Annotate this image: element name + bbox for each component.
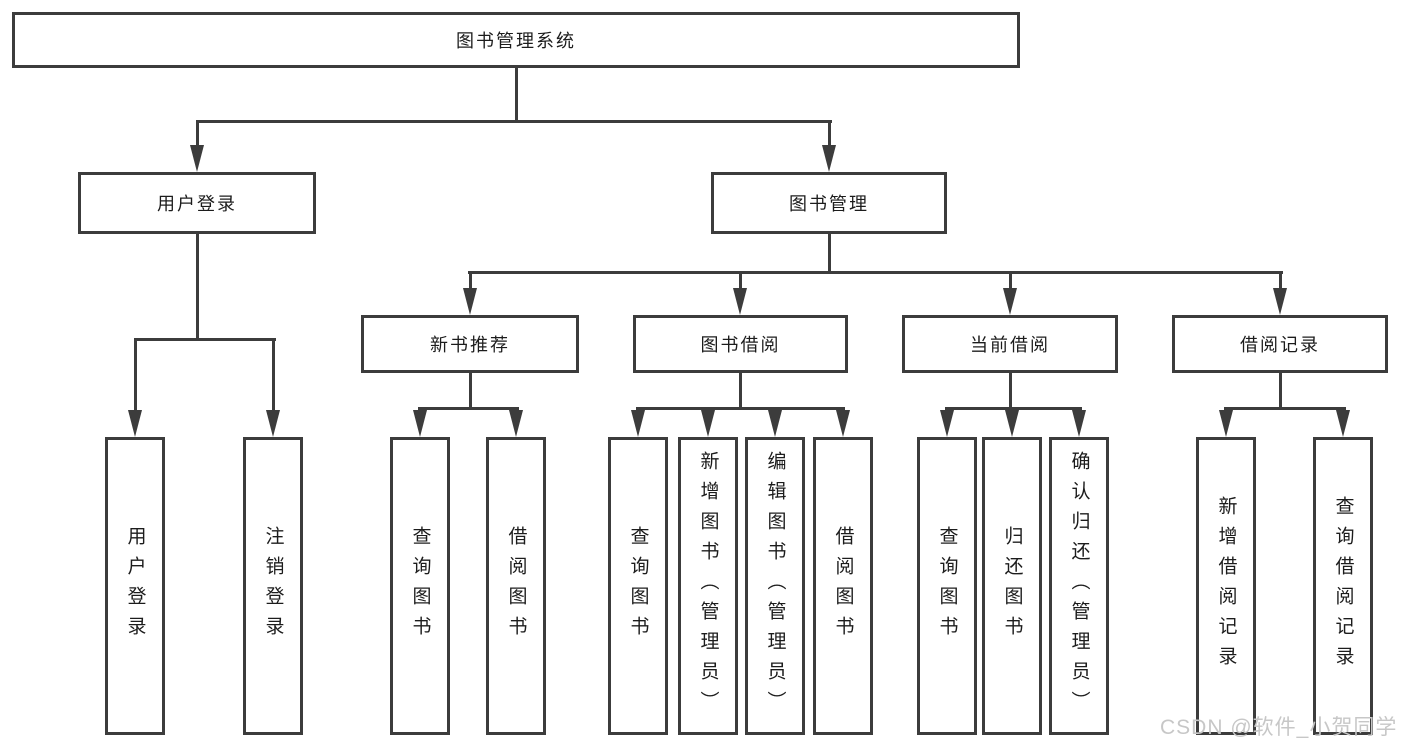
node-borrowing-records: 借阅记录: [1172, 315, 1388, 373]
connector-current-borrow-stem: [1009, 373, 1012, 409]
node-new-book-recommend: 新书推荐: [361, 315, 579, 373]
connector-book-borrow-drop: [739, 271, 742, 291]
connector-current-borrow-drop: [1009, 271, 1012, 291]
arrowhead-leaf-edit-books: [768, 410, 782, 437]
node-book-management: 图书管理: [711, 172, 947, 234]
node-new-book-recommend-label: 新书推荐: [430, 335, 510, 355]
connector-new-book-stem: [469, 373, 472, 409]
leaf-borrow-books-recommend-label: 借阅图书: [505, 526, 527, 646]
arrowhead-leaf-return-books: [1005, 410, 1019, 437]
leaf-return-books: 归还图书: [982, 437, 1042, 735]
leaf-borrow-books: 借阅图书: [813, 437, 873, 735]
arrowhead-leaf-borrow-books-rec: [509, 410, 523, 437]
leaf-edit-books-admin-label: 编辑图书（管理员）: [764, 451, 786, 721]
leaf-borrow-books-label: 借阅图书: [832, 526, 854, 646]
leaf-query-books-recommend: 查询图书: [390, 437, 450, 735]
node-root-label: 图书管理系统: [456, 31, 576, 51]
arrowhead-leaf-add-books: [701, 410, 715, 437]
leaf-return-books-label: 归还图书: [1001, 526, 1023, 646]
node-book-management-label: 图书管理: [789, 194, 869, 214]
leaf-add-borrow-record-label: 新增借阅记录: [1215, 496, 1237, 676]
connector-user-login-drop: [196, 120, 199, 148]
connector-user-branch-hline: [134, 338, 276, 341]
arrowhead-leaf-query-books-cb: [940, 410, 954, 437]
node-root: 图书管理系统: [12, 12, 1020, 68]
arrowhead-leaf-logout: [266, 410, 280, 437]
arrowhead-new-book: [463, 288, 477, 315]
arrowhead-leaf-borrow-books: [836, 410, 850, 437]
arrowhead-leaf-query-record: [1336, 410, 1350, 437]
node-user-login-label: 用户登录: [157, 194, 237, 214]
connector-leaf-user-login-drop: [134, 338, 137, 412]
leaf-edit-books-admin: 编辑图书（管理员）: [745, 437, 805, 735]
arrowhead-borrow-record: [1273, 288, 1287, 315]
node-current-borrowing: 当前借阅: [902, 315, 1118, 373]
node-current-borrowing-label: 当前借阅: [970, 335, 1050, 355]
arrowhead-leaf-query-books-rec: [413, 410, 427, 437]
leaf-query-books-borrowing: 查询图书: [608, 437, 668, 735]
connector-borrow-record-hline: [1224, 407, 1346, 410]
arrowhead-leaf-add-record: [1219, 410, 1233, 437]
leaf-logout-label: 注销登录: [262, 526, 284, 646]
connector-mgmt-stem: [828, 234, 831, 274]
leaf-query-books-current-label: 查询图书: [936, 526, 958, 646]
connector-new-book-drop: [469, 271, 472, 291]
arrowhead-book-borrow: [733, 288, 747, 315]
arrowhead-leaf-query-books-bb: [631, 410, 645, 437]
leaf-query-books-borrowing-label: 查询图书: [627, 526, 649, 646]
leaf-add-books-admin: 新增图书（管理员）: [678, 437, 738, 735]
leaf-add-borrow-record: 新增借阅记录: [1196, 437, 1256, 735]
connector-level2-hline: [196, 120, 832, 123]
connector-leaf-logout-drop: [272, 338, 275, 412]
arrowhead-current-borrow: [1003, 288, 1017, 315]
leaf-query-borrow-record-label: 查询借阅记录: [1332, 496, 1354, 676]
node-book-borrowing: 图书借阅: [633, 315, 848, 373]
leaf-query-borrow-record: 查询借阅记录: [1313, 437, 1373, 735]
connector-new-book-hline: [418, 407, 519, 410]
leaf-confirm-return-admin-label: 确认归还（管理员）: [1068, 451, 1090, 721]
leaf-query-books-recommend-label: 查询图书: [409, 526, 431, 646]
leaf-user-login: 用户登录: [105, 437, 165, 735]
connector-book-borrow-stem: [739, 373, 742, 409]
arrowhead-user-login: [190, 145, 204, 172]
connector-level3-hline: [468, 271, 1283, 274]
leaf-logout: 注销登录: [243, 437, 303, 735]
leaf-confirm-return-admin: 确认归还（管理员）: [1049, 437, 1109, 735]
connector-borrow-record-stem: [1279, 373, 1282, 409]
connector-book-mgmt-drop: [828, 120, 831, 148]
leaf-borrow-books-recommend: 借阅图书: [486, 437, 546, 735]
node-book-borrowing-label: 图书借阅: [700, 335, 781, 355]
connector-borrow-record-drop: [1279, 271, 1282, 291]
connector-root-stem: [515, 68, 518, 123]
leaf-user-login-label: 用户登录: [124, 526, 146, 646]
arrowhead-leaf-user-login: [128, 410, 142, 437]
arrowhead-leaf-confirm-return: [1072, 410, 1086, 437]
node-user-login-branch: 用户登录: [78, 172, 316, 234]
node-borrowing-records-label: 借阅记录: [1240, 335, 1320, 355]
csdn-watermark: CSDN @软件_小贺同学: [1160, 716, 1398, 739]
connector-user-branch-stem: [196, 234, 199, 338]
arrowhead-book-mgmt: [822, 145, 836, 172]
leaf-add-books-admin-label: 新增图书（管理员）: [697, 451, 719, 721]
leaf-query-books-current: 查询图书: [917, 437, 977, 735]
connector-book-borrow-hline: [636, 407, 845, 410]
